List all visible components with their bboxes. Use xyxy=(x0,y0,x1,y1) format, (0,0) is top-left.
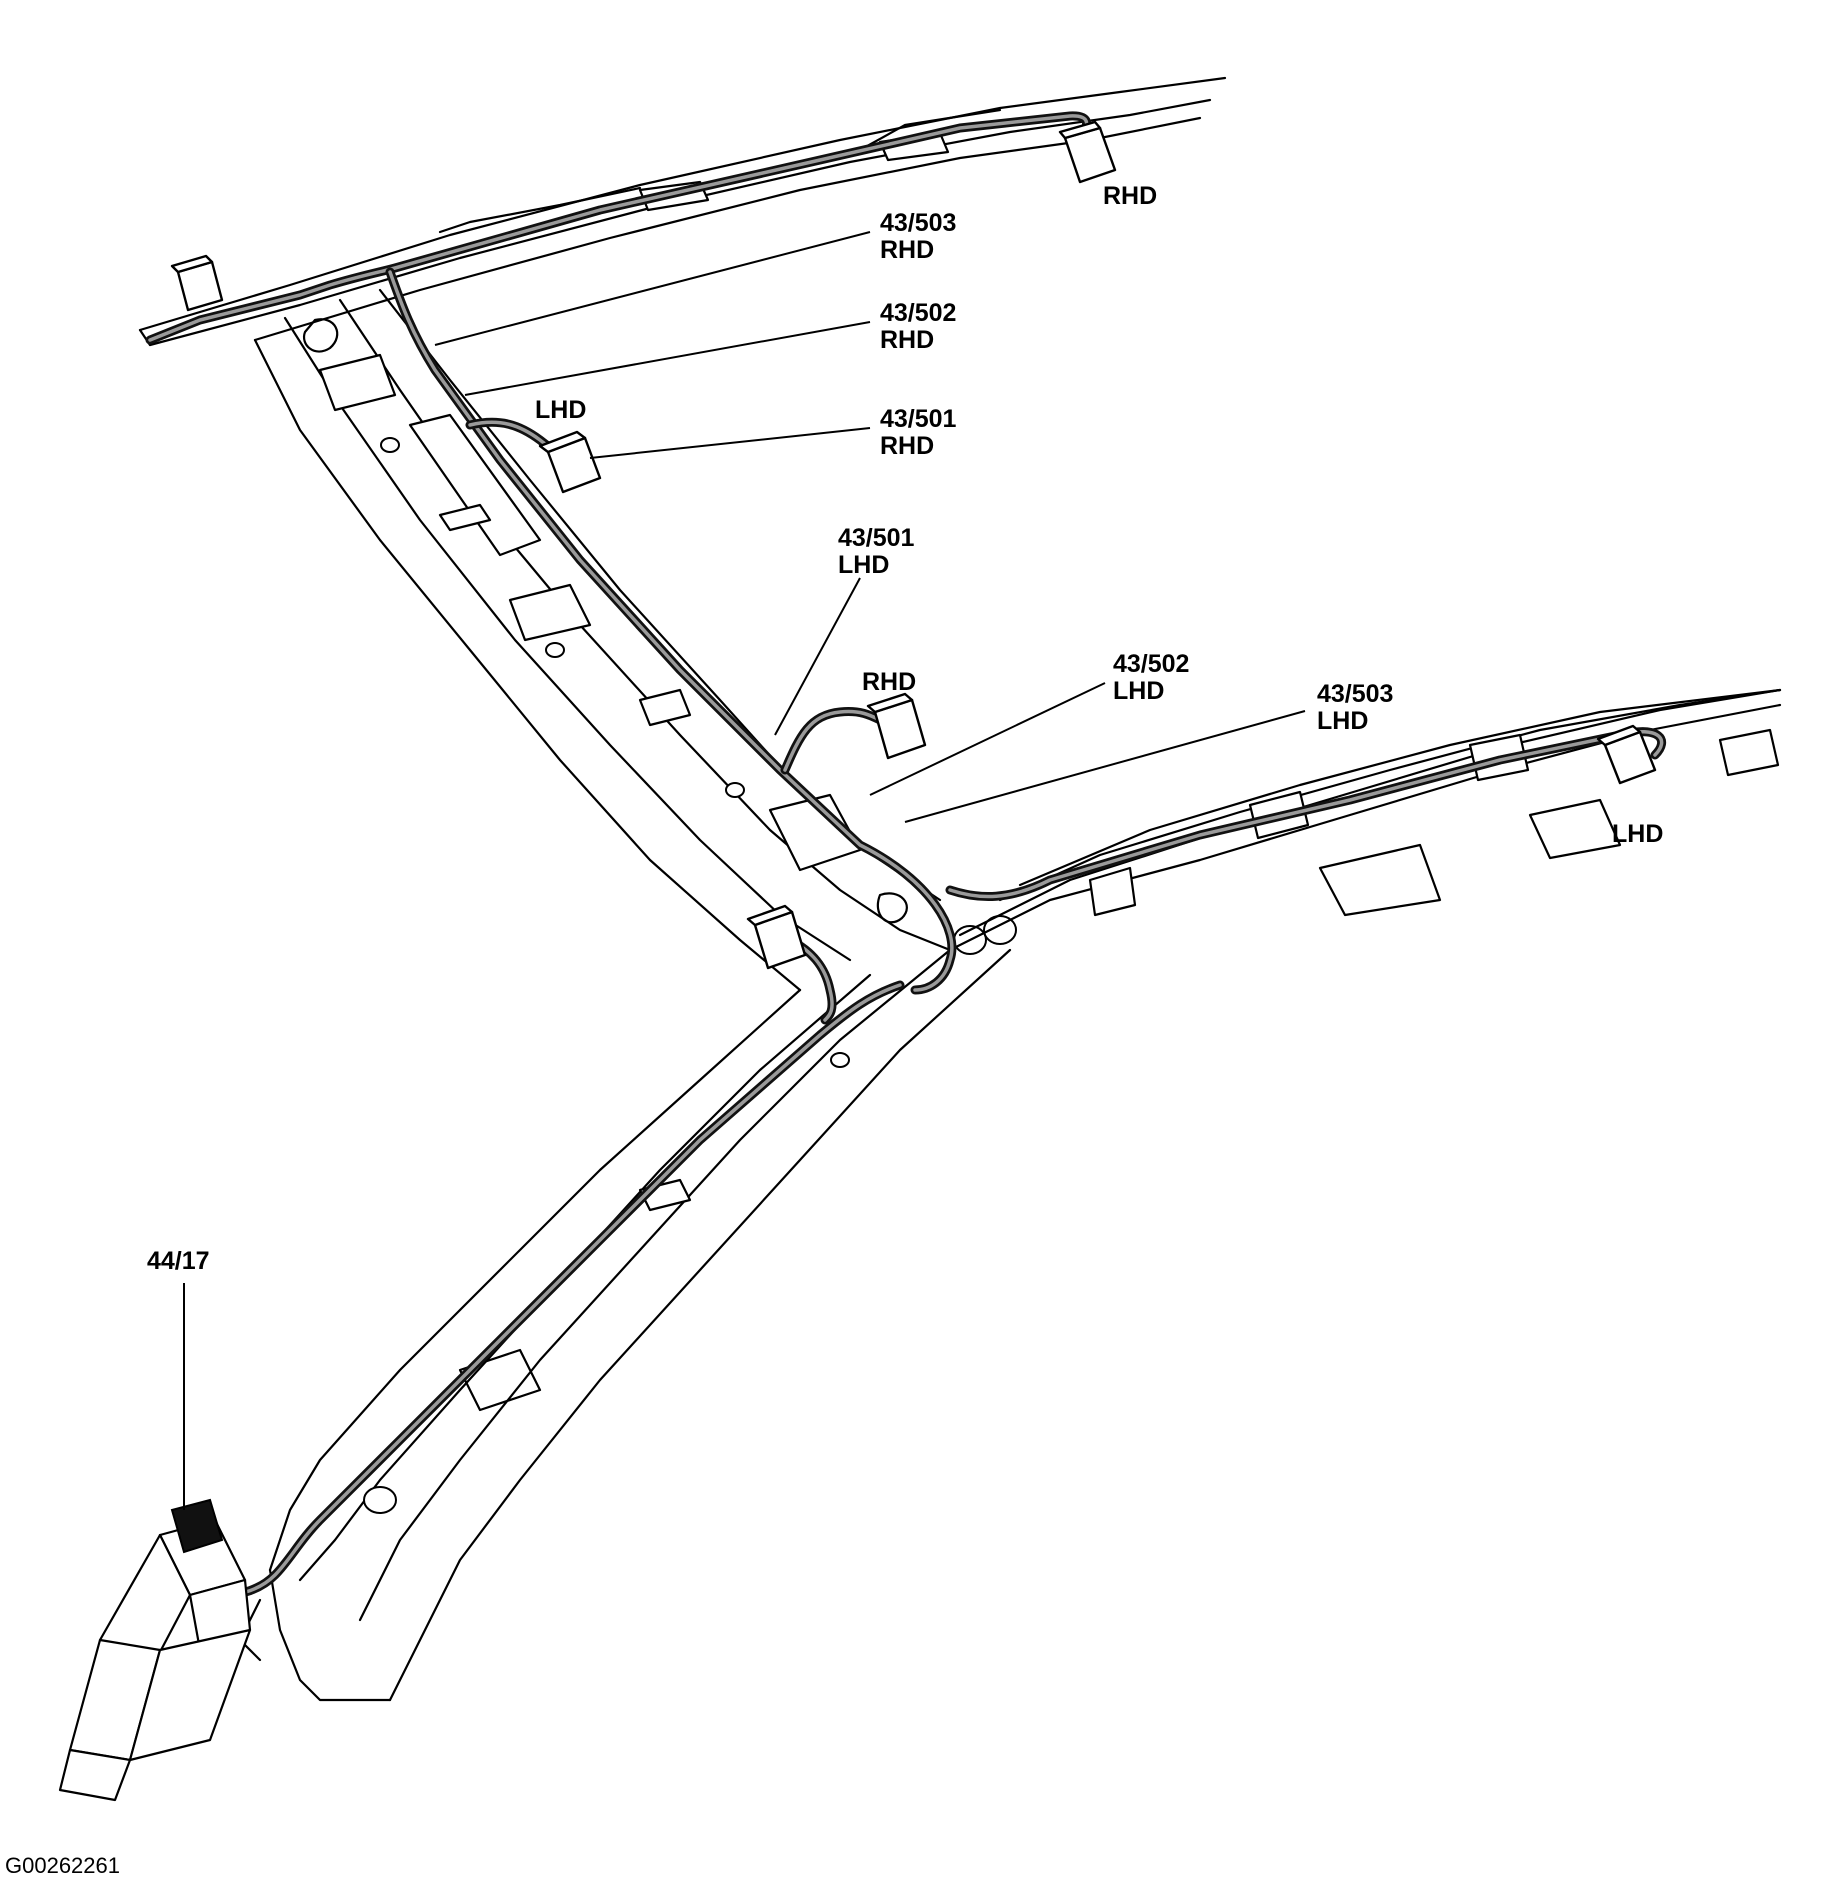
body-structure xyxy=(138,76,1782,1702)
wiring-harness xyxy=(145,111,1666,1600)
leader-43-503-rhd xyxy=(434,231,871,346)
control-module-44-17 xyxy=(58,1498,252,1802)
connector-rhd-top xyxy=(1058,120,1117,184)
label-43-503-rhd-variant: RHD xyxy=(880,236,934,264)
leader-43-501-rhd xyxy=(589,427,871,459)
label-43-502-rhd-variant: RHD xyxy=(880,326,934,354)
label-43-501-rhd-code: 43/501 xyxy=(880,405,957,433)
leader-43-503-lhd xyxy=(904,710,1306,823)
callouts: RHD 43/503 RHD 43/502 RHD LHD 43/501 RHD… xyxy=(147,182,1663,1275)
mounting-hole xyxy=(830,1052,850,1068)
mounting-hole xyxy=(380,437,400,453)
label-rhd-mid: RHD xyxy=(862,668,916,696)
mounting-hole xyxy=(725,782,745,798)
connector-lhd-right xyxy=(1596,724,1657,785)
harness-upper-pillar xyxy=(385,267,957,995)
label-44-17: 44/17 xyxy=(147,1247,210,1275)
label-43-501-rhd-variant: RHD xyxy=(880,432,934,460)
connectors xyxy=(58,120,1657,1802)
harness-lower-pillar xyxy=(220,980,905,1600)
label-43-502-rhd-code: 43/502 xyxy=(880,299,956,327)
label-43-501-lhd-code: 43/501 xyxy=(838,524,915,552)
label-rhd-top: RHD xyxy=(1103,182,1157,210)
connector-43-501-rhd xyxy=(538,430,602,494)
leader-43-501-lhd xyxy=(774,577,861,736)
leader-lines xyxy=(183,231,1306,1510)
connector-lower-pillar xyxy=(746,904,807,970)
label-lhd-upper: LHD xyxy=(535,396,586,424)
mounting-hole xyxy=(545,642,565,658)
label-lhd-right: LHD xyxy=(1612,820,1663,848)
upper-pillar xyxy=(253,288,1017,992)
lower-pillar xyxy=(238,948,1012,1702)
label-43-503-rhd-code: 43/503 xyxy=(880,209,956,237)
label-43-502-lhd-code: 43/502 xyxy=(1113,650,1189,678)
figure-id: G00262261 xyxy=(5,1853,120,1878)
label-43-503-lhd-code: 43/503 xyxy=(1317,680,1393,708)
connector-rhd-mid xyxy=(866,692,927,760)
label-43-502-lhd-variant: LHD xyxy=(1113,677,1164,705)
leader-43-502-rhd xyxy=(464,321,871,396)
connector-upper-left xyxy=(170,254,224,312)
label-43-501-lhd-variant: LHD xyxy=(838,551,889,579)
leader-43-502-lhd xyxy=(869,682,1106,796)
mounting-hole xyxy=(363,1486,397,1514)
label-43-503-lhd-variant: LHD xyxy=(1317,707,1368,735)
